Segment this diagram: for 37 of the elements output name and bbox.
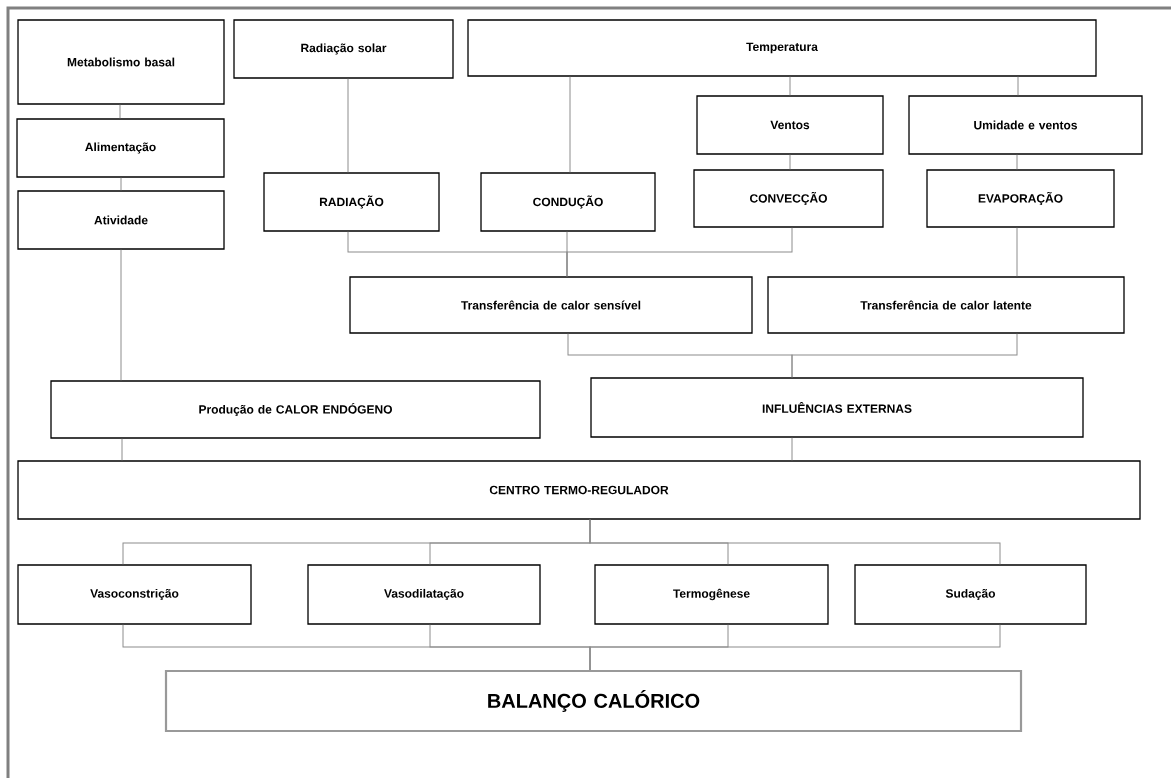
connector-line xyxy=(1017,76,1019,96)
connector-line xyxy=(347,78,349,173)
process-box: CONDUÇÃO xyxy=(480,172,656,232)
process-box: Transferência de calor latente xyxy=(767,276,1125,334)
connector-line xyxy=(791,437,793,461)
process-box: CENTRO TERMO-REGULADOR xyxy=(17,460,1141,520)
process-box: Umidade e ventos xyxy=(908,95,1143,155)
connector-line xyxy=(1016,154,1018,170)
process-box: EVAPORAÇÃO xyxy=(926,169,1115,228)
process-box: CONVECÇÃO xyxy=(693,169,884,228)
process-box: Produção de CALOR ENDÓGENO xyxy=(50,380,541,439)
connector-line xyxy=(1016,227,1018,277)
connector-line xyxy=(569,76,571,173)
process-box: Metabolismo basal xyxy=(17,19,225,105)
process-box: Temperatura xyxy=(467,19,1097,77)
process-box: Transferência de calor sensível xyxy=(349,276,753,334)
process-box: Atividade xyxy=(17,190,225,250)
process-box: Vasoconstrição xyxy=(17,564,252,625)
connector-line xyxy=(566,227,793,277)
connector-line xyxy=(120,177,122,191)
process-box: Termogênese xyxy=(594,564,829,625)
connector-line xyxy=(121,438,123,461)
connector-line xyxy=(589,624,1001,671)
connector-line xyxy=(789,76,791,96)
process-box: Vasodilatação xyxy=(307,564,541,625)
process-box: INFLUÊNCIAS EXTERNAS xyxy=(590,377,1084,438)
process-box: Sudação xyxy=(854,564,1087,625)
process-box: Alimentação xyxy=(16,118,225,178)
connector-line xyxy=(791,333,1018,378)
process-box: RADIAÇÃO xyxy=(263,172,440,232)
result-box: BALANÇO CALÓRICO xyxy=(164,669,1023,733)
connector-line xyxy=(120,249,122,381)
connector-line xyxy=(589,519,1001,565)
process-box: Radiação solar xyxy=(233,19,454,79)
process-box: Ventos xyxy=(696,95,884,155)
connector-line xyxy=(789,154,791,170)
connector-line xyxy=(119,104,121,119)
